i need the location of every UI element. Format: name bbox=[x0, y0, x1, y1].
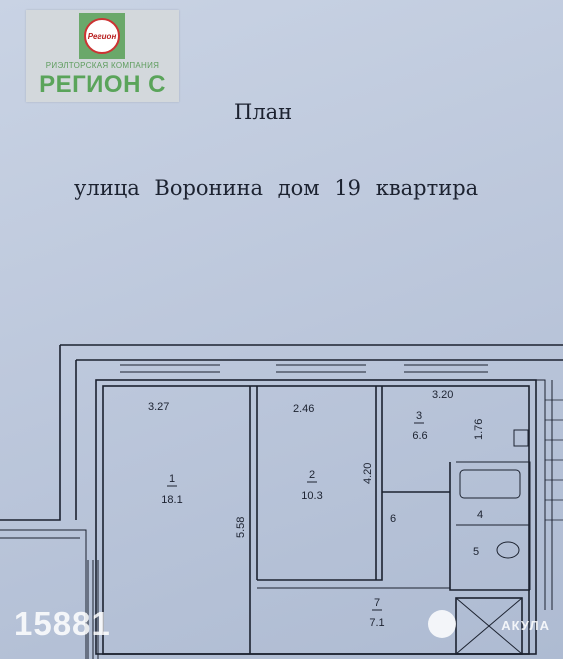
listing-id-watermark: 15881 bbox=[14, 605, 111, 642]
room-1-number: 1 bbox=[169, 473, 175, 485]
dim-room1-depth: 5.58 bbox=[235, 517, 247, 538]
dim-room2-depth: 4.20 bbox=[362, 463, 374, 484]
company-logo: Регион РИЭЛТОРСКАЯ КОМПАНИЯ РЕГИОН С bbox=[26, 10, 179, 102]
room-7-number: 7 bbox=[374, 597, 380, 609]
logo-subtitle: РИЭЛТОРСКАЯ КОМПАНИЯ bbox=[45, 61, 160, 70]
room-3-area: 6.6 bbox=[412, 430, 427, 442]
shark-icon bbox=[428, 610, 456, 638]
logo-badge: Регион bbox=[79, 13, 125, 59]
room-7-area: 7.1 bbox=[369, 617, 384, 629]
room-1-area: 18.1 bbox=[161, 494, 182, 506]
room-6-number: 6 bbox=[390, 513, 396, 525]
room-2-number: 2 bbox=[309, 469, 315, 481]
room-3-number: 3 bbox=[416, 410, 422, 422]
logo-emblem: Регион bbox=[84, 18, 120, 54]
dim-room2-width: 2.46 bbox=[293, 403, 314, 415]
logo-name: РЕГИОН С bbox=[39, 71, 166, 98]
dim-room3-width: 3.20 bbox=[432, 389, 453, 401]
document-subtitle: улица Воронина дом 19 квартира bbox=[74, 176, 479, 200]
room-2-area: 10.3 bbox=[301, 490, 322, 502]
brand-watermark: АКУЛА bbox=[501, 618, 550, 633]
document-title: План bbox=[234, 100, 293, 124]
dim-room3-depth: 1.76 bbox=[473, 419, 485, 440]
room-5-number: 5 bbox=[473, 546, 479, 558]
room-4-number: 4 bbox=[477, 509, 483, 521]
dim-room1-width: 3.27 bbox=[148, 401, 169, 413]
